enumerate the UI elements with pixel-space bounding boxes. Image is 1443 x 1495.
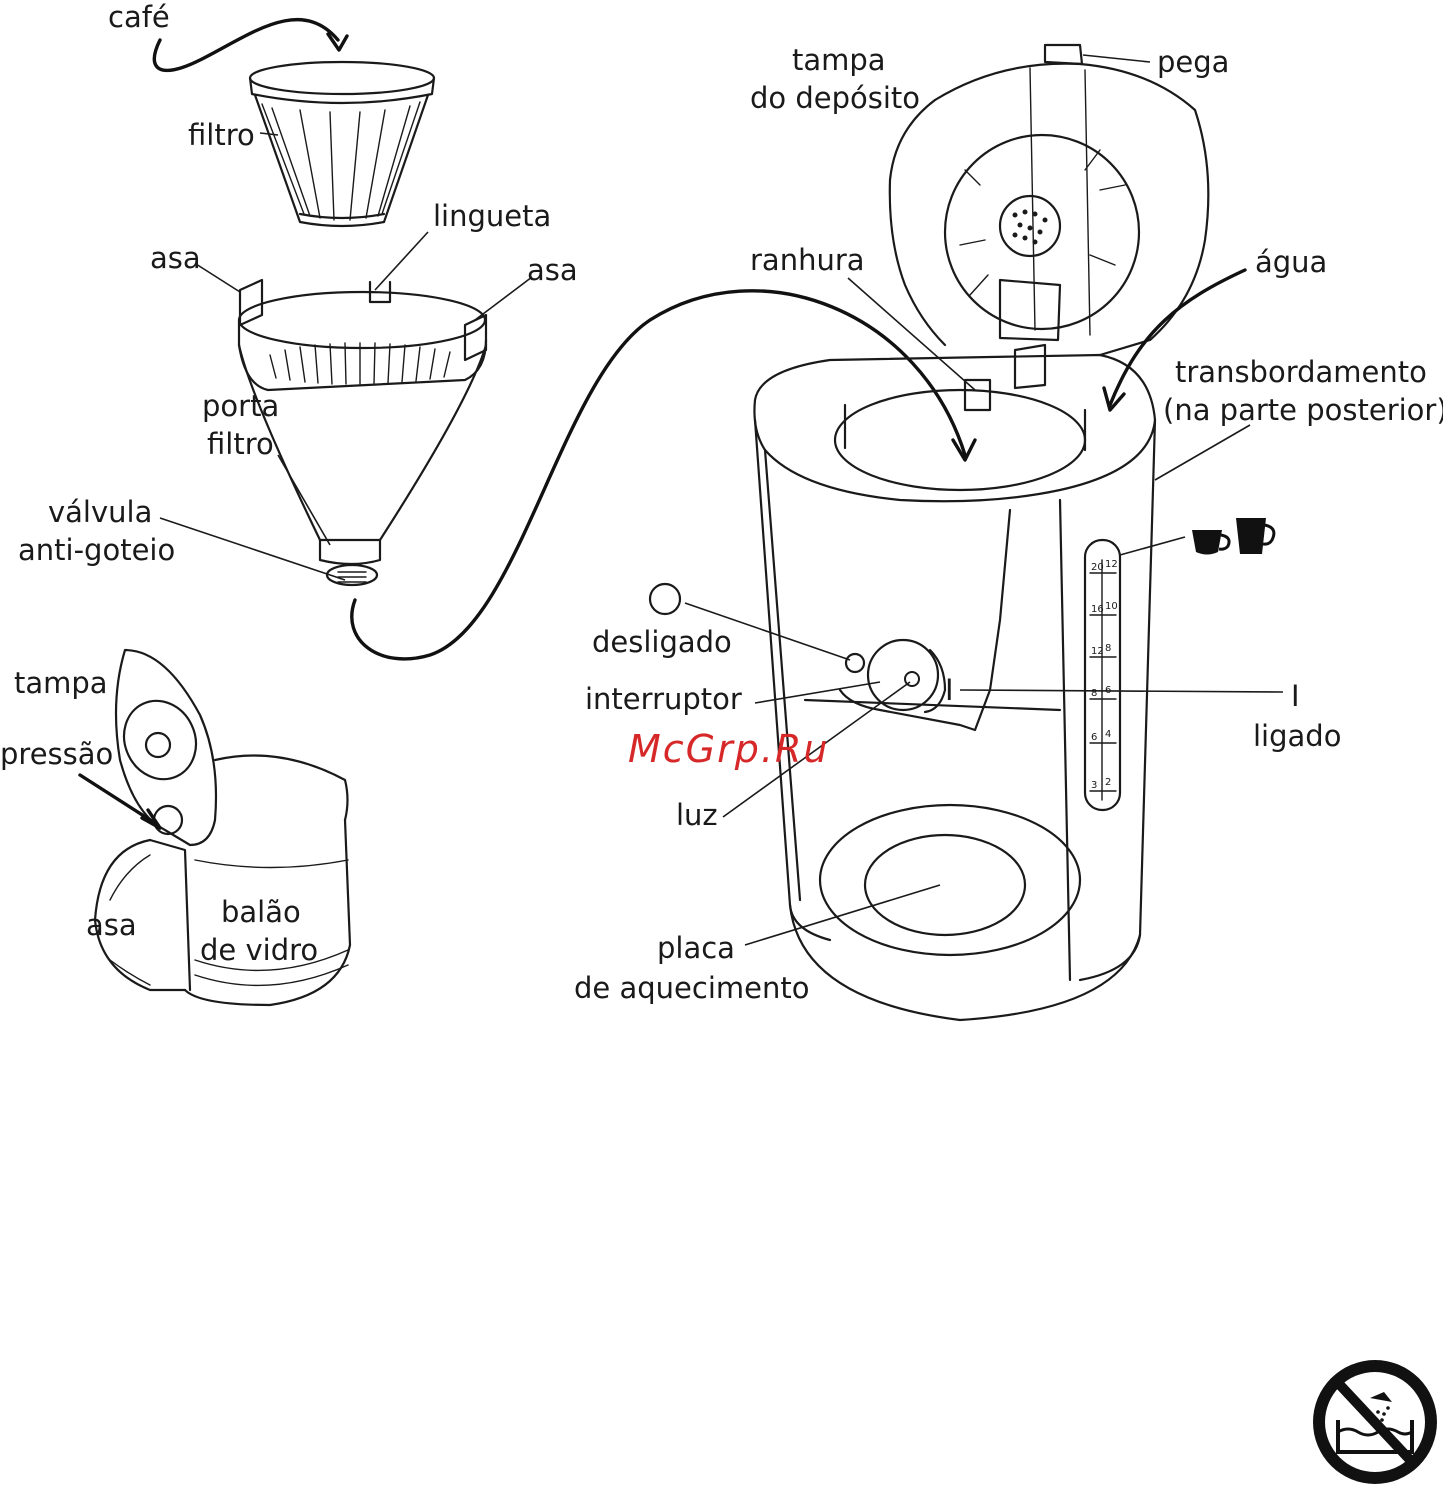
label-transbordamento-1: transbordamento xyxy=(1175,355,1427,389)
label-agua: água xyxy=(1255,245,1327,279)
gauge-tick-left: 8 xyxy=(1091,688,1097,699)
pressao-arrow xyxy=(80,775,158,825)
label-pega: pega xyxy=(1157,45,1229,79)
label-luz: luz xyxy=(676,798,718,832)
label-asa-right: asa xyxy=(527,253,578,287)
watermark: McGrp.Ru xyxy=(628,727,829,771)
label-asa-left: asa xyxy=(150,241,201,275)
filter-illustration xyxy=(250,62,434,226)
no-immersion-icon xyxy=(1313,1360,1437,1484)
gauge-tick-left: 6 xyxy=(1091,732,1097,743)
label-transbordamento-2: (na parte posterior) xyxy=(1163,393,1443,427)
label-lingueta: lingueta xyxy=(433,199,551,233)
lid-holes xyxy=(1013,210,1048,245)
gauge-tick-right: 2 xyxy=(1105,777,1111,788)
label-interruptor: interruptor xyxy=(585,682,742,716)
label-desligado: desligado xyxy=(592,625,732,659)
filter-holder-illustration xyxy=(239,280,486,585)
off-symbol-icon xyxy=(650,584,680,614)
label-anti-goteio: anti-goteio xyxy=(18,533,175,567)
gauge-tick-right: 6 xyxy=(1105,685,1111,696)
large-cup-icon xyxy=(1236,518,1274,554)
coffee-machine-illustration xyxy=(754,45,1208,1020)
label-tampa-deposito-2: do depósito xyxy=(750,81,920,115)
label-tampa-deposito-1: tampa xyxy=(792,43,886,77)
label-porta: porta xyxy=(202,389,279,423)
label-balao-2: de vidro xyxy=(200,933,318,967)
label-filtro2: filtro xyxy=(207,427,274,461)
label-placa-1: placa xyxy=(657,931,735,965)
gauge-tick-right: 8 xyxy=(1105,643,1111,654)
small-cup-icon xyxy=(1192,530,1229,555)
on-symbol: I xyxy=(1291,679,1300,713)
label-ranhura: ranhura xyxy=(750,243,865,277)
gauge-tick-right: 4 xyxy=(1105,729,1111,740)
gauge-tick-right: 12 xyxy=(1105,559,1118,570)
label-valvula: válvula xyxy=(48,495,152,529)
label-ligado: ligado xyxy=(1253,719,1341,753)
label-tampa: tampa xyxy=(14,666,108,700)
gauge-tick-right: 10 xyxy=(1105,601,1118,612)
switch-on-mark: I xyxy=(945,673,954,707)
label-placa-2: de aquecimento xyxy=(574,971,809,1005)
label-pressao: pressão xyxy=(0,737,113,771)
label-filtro: filtro xyxy=(188,118,255,152)
label-balao-1: balão xyxy=(221,895,301,929)
gauge-tick-left: 3 xyxy=(1091,780,1097,791)
label-asa-jug: asa xyxy=(86,908,137,942)
label-cafe: café xyxy=(108,0,170,34)
